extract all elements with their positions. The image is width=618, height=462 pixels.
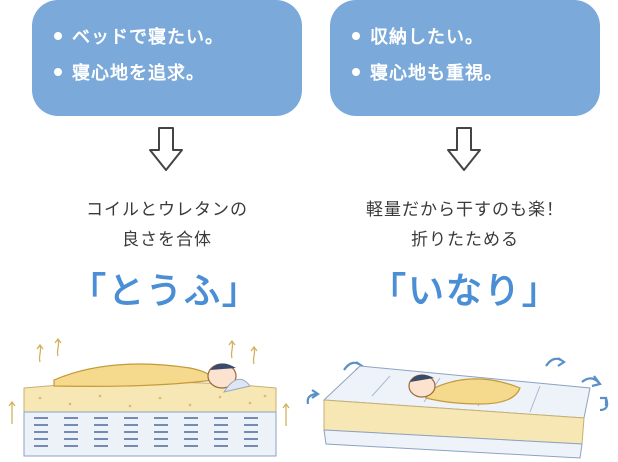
right-feature-text: 寝心地も重視。 — [370, 63, 503, 84]
bullet-dot-icon — [54, 32, 62, 40]
right-description: 軽量だから干すのも楽！ 折りたためる — [315, 195, 615, 255]
left-feature-item: ベッドで寝たい。 — [54, 20, 224, 56]
left-feature-bubble: ベッドで寝たい。 寝心地を追求。 — [32, 0, 302, 116]
right-feature-item: 収納したい。 — [352, 20, 503, 56]
left-description-line: 良さを合体 — [122, 230, 212, 250]
left-feature-list: ベッドで寝たい。 寝心地を追求。 — [54, 20, 224, 92]
right-product-name: 「いなり」 — [369, 271, 560, 312]
right-feature-list: 収納したい。 寝心地も重視。 — [352, 20, 503, 92]
down-arrow-icon — [447, 127, 481, 171]
down-arrow-icon — [149, 127, 183, 171]
coil-spring-icon — [34, 417, 258, 447]
sleeping-person-icon — [408, 374, 521, 405]
sleeping-person-icon — [53, 363, 251, 393]
airflow-arrow-icon — [8, 338, 290, 426]
left-product-name: 「とうふ」 — [69, 271, 260, 312]
right-description-line: 軽量だから干すのも楽！ — [366, 200, 564, 220]
left-description: コイルとウレタンの 良さを合体 — [17, 195, 317, 255]
left-feature-text: ベッドで寝たい。 — [72, 27, 224, 48]
left-feature-item: 寝心地を追求。 — [54, 56, 224, 92]
right-feature-item: 寝心地も重視。 — [352, 56, 503, 92]
left-description-line: コイルとウレタンの — [86, 200, 248, 220]
right-description-line: 折りたためる — [411, 230, 519, 250]
tofu-mattress-illustration — [8, 338, 290, 457]
bullet-dot-icon — [352, 68, 360, 76]
bullet-dot-icon — [54, 68, 62, 76]
bullet-dot-icon — [352, 32, 360, 40]
inari-futon-illustration — [306, 357, 609, 459]
left-feature-text: 寝心地を追求。 — [72, 63, 205, 84]
right-feature-bubble: 収納したい。 寝心地も重視。 — [330, 0, 600, 116]
right-feature-text: 収納したい。 — [370, 27, 484, 48]
